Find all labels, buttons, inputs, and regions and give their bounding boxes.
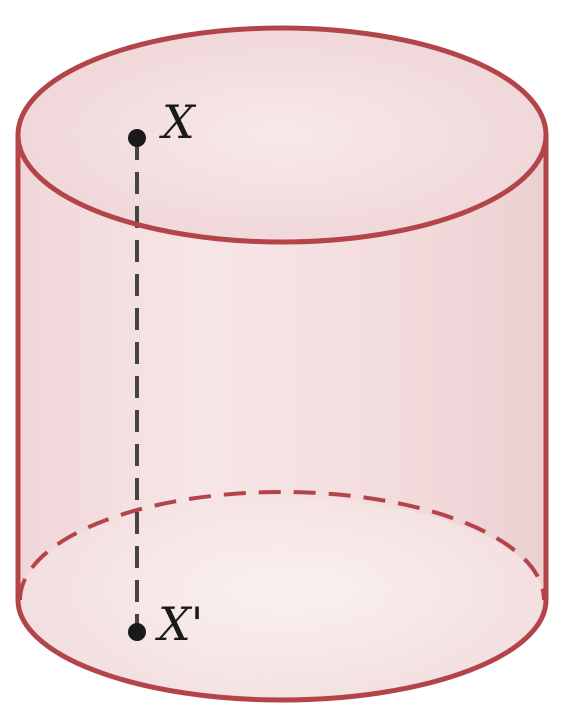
- cylinder-base-fill: [20, 498, 544, 702]
- cylinder-top-face: [18, 28, 546, 242]
- cylinder-top-rim: [15, 25, 549, 245]
- point-x-bottom: [128, 623, 146, 641]
- point-x-bottom-label: X': [155, 597, 203, 651]
- base-hidden-arc: [18, 490, 546, 601]
- point-x-top: [128, 129, 146, 147]
- point-x-top-label: X: [159, 95, 197, 149]
- base-front-arc: [15, 599, 549, 703]
